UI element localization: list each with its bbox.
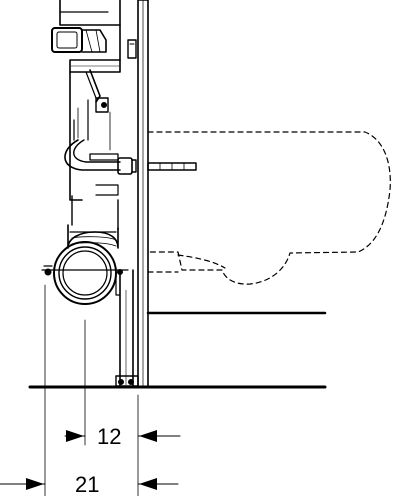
flush-pipe — [64, 69, 137, 231]
dimension-21-label: 21 — [75, 472, 99, 496]
dimension-12-arrows — [64, 430, 181, 442]
dimension-21-arrows — [0, 478, 179, 490]
toilet-bowl-outline — [147, 131, 391, 285]
frame-upright — [115, 0, 149, 388]
dimension-12-label: 12 — [97, 424, 121, 449]
cistern — [51, 0, 121, 73]
mounting-stud — [147, 162, 197, 171]
drain-bend — [41, 224, 129, 305]
